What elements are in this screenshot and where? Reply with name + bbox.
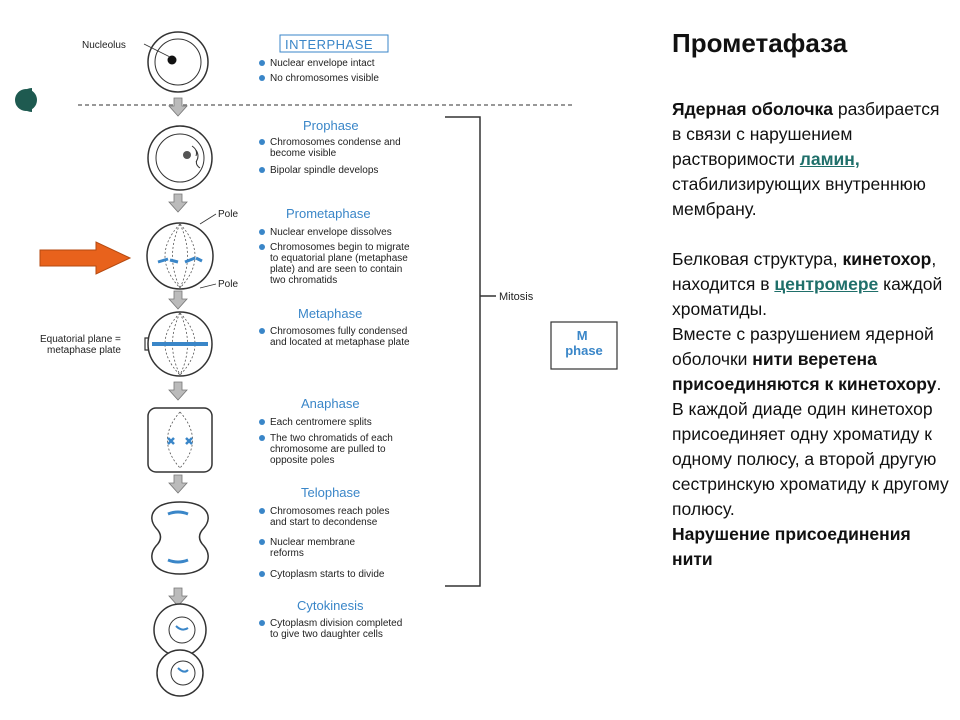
prophase-bullet-1-line-1: Chromosomes condense and bbox=[270, 137, 401, 148]
m-phase-box bbox=[550, 321, 618, 370]
prophase-title: Prophase bbox=[303, 118, 359, 133]
anaphase-cell bbox=[147, 407, 213, 473]
pole-label-bottom: Pole bbox=[218, 279, 238, 290]
prometaphase-cell bbox=[146, 222, 214, 290]
anaphase-bullet-2-line-2: chromosome are pulled to bbox=[270, 444, 386, 455]
p3-tail: . bbox=[936, 374, 942, 394]
bullet-icon bbox=[259, 229, 265, 235]
prometaphase-bullet-2-line-3: plate) and are seen to contain bbox=[270, 264, 402, 275]
anaphase-title: Anaphase bbox=[301, 396, 360, 411]
interphase-bullet-2: No chromosomes visible bbox=[270, 73, 379, 84]
telophase-cell bbox=[151, 501, 209, 575]
p3-text: Вместе с разрушением ядерной оболочки bbox=[672, 324, 934, 369]
p1-text: разбирается в связи с нарушением раствор… bbox=[672, 99, 940, 169]
prometaphase-title: Prometaphase bbox=[286, 206, 371, 221]
bullet-icon bbox=[259, 419, 265, 425]
anaphase-bullet-2-line-1: The two chromatids of each bbox=[270, 433, 393, 444]
mitosis-label: Mitosis bbox=[499, 291, 534, 303]
prometaphase-bullet-2: Chromosomes begin to migrate to equatori… bbox=[270, 242, 412, 286]
p5-bold: Нарушение присоединения нити bbox=[672, 524, 911, 569]
telophase-bullet-3: Cytoplasm starts to divide bbox=[270, 569, 385, 580]
telophase-bullet-2-line-2: reforms bbox=[270, 548, 304, 559]
metaphase-bullet-1-line-1: Chromosomes fully condensed bbox=[270, 326, 407, 337]
pole-label-top: Pole bbox=[218, 209, 238, 220]
interphase-title: INTERPHASE bbox=[285, 37, 373, 52]
mitosis-diagram: Nucleolus Pole Pole Equatorial plane = m… bbox=[15, 31, 618, 697]
m-phase-line-1: M bbox=[577, 328, 588, 343]
metaphase-title: Metaphase bbox=[298, 306, 362, 321]
slide-title: Прометафаза bbox=[672, 28, 848, 58]
equatorial-bracket bbox=[144, 337, 148, 351]
m-phase-line-2: phase bbox=[565, 343, 603, 358]
bullet-icon bbox=[259, 571, 265, 577]
p2-tail: каждой хроматиды. bbox=[672, 274, 943, 319]
bullet-icon bbox=[259, 167, 265, 173]
interphase-title-box bbox=[279, 34, 389, 53]
text-panel: Прометафаза Ядерная оболочка разбирается… bbox=[672, 28, 952, 572]
mitosis-bracket bbox=[445, 116, 481, 587]
bullet-icon bbox=[259, 539, 265, 545]
bullet-icon bbox=[259, 244, 265, 250]
metaphase-cell bbox=[147, 311, 213, 377]
paragraph-disruption: Нарушение присоединения нити bbox=[672, 522, 952, 572]
cytokinesis-cell-bottom bbox=[156, 649, 204, 697]
bullet-icon bbox=[259, 328, 265, 334]
anaphase-bullet-2: The two chromatids of each chromosome ar… bbox=[270, 433, 396, 466]
p2-bold: кинетохор bbox=[842, 249, 932, 269]
interphase-bullet-1: Nuclear envelope intact bbox=[270, 58, 375, 69]
stage-arrows bbox=[168, 97, 188, 607]
prometaphase-bullet-2-line-2: to equatorial plane (metaphase bbox=[270, 253, 408, 264]
centromere-link[interactable]: центромере bbox=[774, 274, 879, 294]
p2-text2: , находится в bbox=[672, 249, 937, 294]
paragraph-spindle: Вместе с разрушением ядерной оболочки ни… bbox=[672, 322, 952, 397]
paragraph-dyad: В каждой диаде один кинетохор присоединя… bbox=[672, 399, 949, 519]
cytokinesis-cell-top bbox=[153, 603, 207, 657]
p1-bold: Ядерная оболочка bbox=[672, 99, 834, 119]
paragraph-kinetochore: Белковая структура, кинетохор, находится… bbox=[672, 247, 952, 322]
pole-pointer-bottom bbox=[199, 283, 217, 289]
anaphase-bullet-2-line-3: opposite poles bbox=[270, 455, 335, 466]
bullet-icon bbox=[259, 75, 265, 81]
prometaphase-bullet-2-line-4: two chromatids bbox=[270, 275, 337, 286]
telophase-bullet-1: Chromosomes reach poles and start to dec… bbox=[270, 506, 392, 528]
telophase-bullet-2-line-1: Nuclear membrane bbox=[270, 537, 355, 548]
telophase-bullet-1-line-1: Chromosomes reach poles bbox=[270, 506, 390, 517]
paragraph-nuclear-envelope: Ядерная оболочка разбирается в связи с н… bbox=[672, 97, 952, 222]
telophase-bullet-1-line-2: and start to decondense bbox=[270, 517, 378, 528]
telophase-bullet-2: Nuclear membrane reforms bbox=[270, 537, 358, 559]
nucleolus-pointer bbox=[143, 43, 171, 58]
equatorial-line-2: metaphase plate bbox=[47, 345, 121, 356]
equatorial-plane-label: Equatorial plane = metaphase plate bbox=[40, 334, 124, 356]
current-stage-arrow bbox=[39, 241, 132, 275]
cytokinesis-title: Cytokinesis bbox=[297, 598, 364, 613]
bullet-icon bbox=[259, 139, 265, 145]
prophase-bullet-1-line-2: become visible bbox=[270, 148, 337, 159]
p2-text: Белковая структура, bbox=[672, 249, 843, 269]
equatorial-line-1: Equatorial plane = bbox=[40, 334, 121, 345]
interphase-cell bbox=[147, 31, 209, 93]
slide-decoration-dot bbox=[15, 89, 37, 111]
cytokinesis-bullet-1-line-1: Cytoplasm division completed bbox=[270, 618, 402, 629]
metaphase-bullet-1: Chromosomes fully condensed and located … bbox=[270, 326, 410, 348]
prophase-bullet-2: Bipolar spindle develops bbox=[270, 165, 378, 176]
prometaphase-bullet-1: Nuclear envelope dissolves bbox=[270, 227, 392, 238]
pole-pointer-top bbox=[199, 213, 217, 225]
bullet-icon bbox=[259, 60, 265, 66]
metaphase-bullet-1-line-2: and located at metaphase plate bbox=[270, 337, 410, 348]
prophase-bullet-1: Chromosomes condense and become visible bbox=[270, 137, 403, 159]
telophase-title: Telophase bbox=[301, 485, 360, 500]
p3-bold: нити веретена присоединяются к кинетохор… bbox=[672, 349, 937, 394]
bullet-icon bbox=[259, 508, 265, 514]
bullet-icon bbox=[259, 620, 265, 626]
prophase-cell bbox=[147, 125, 213, 191]
bullet-icon bbox=[259, 435, 265, 441]
prometaphase-bullet-2-line-1: Chromosomes begin to migrate bbox=[270, 242, 410, 253]
lamin-link[interactable]: ламин, bbox=[799, 149, 860, 169]
nucleolus-label: Nucleolus bbox=[82, 40, 126, 51]
cytokinesis-bullet-1: Cytoplasm division completed to give two… bbox=[270, 618, 405, 640]
p1-tail: стабилизирующих внутреннюю мембрану. bbox=[672, 174, 926, 219]
anaphase-bullet-1: Each centromere splits bbox=[270, 417, 372, 428]
cytokinesis-bullet-1-line-2: to give two daughter cells bbox=[270, 629, 383, 640]
m-phase-label: M phase bbox=[565, 328, 603, 358]
